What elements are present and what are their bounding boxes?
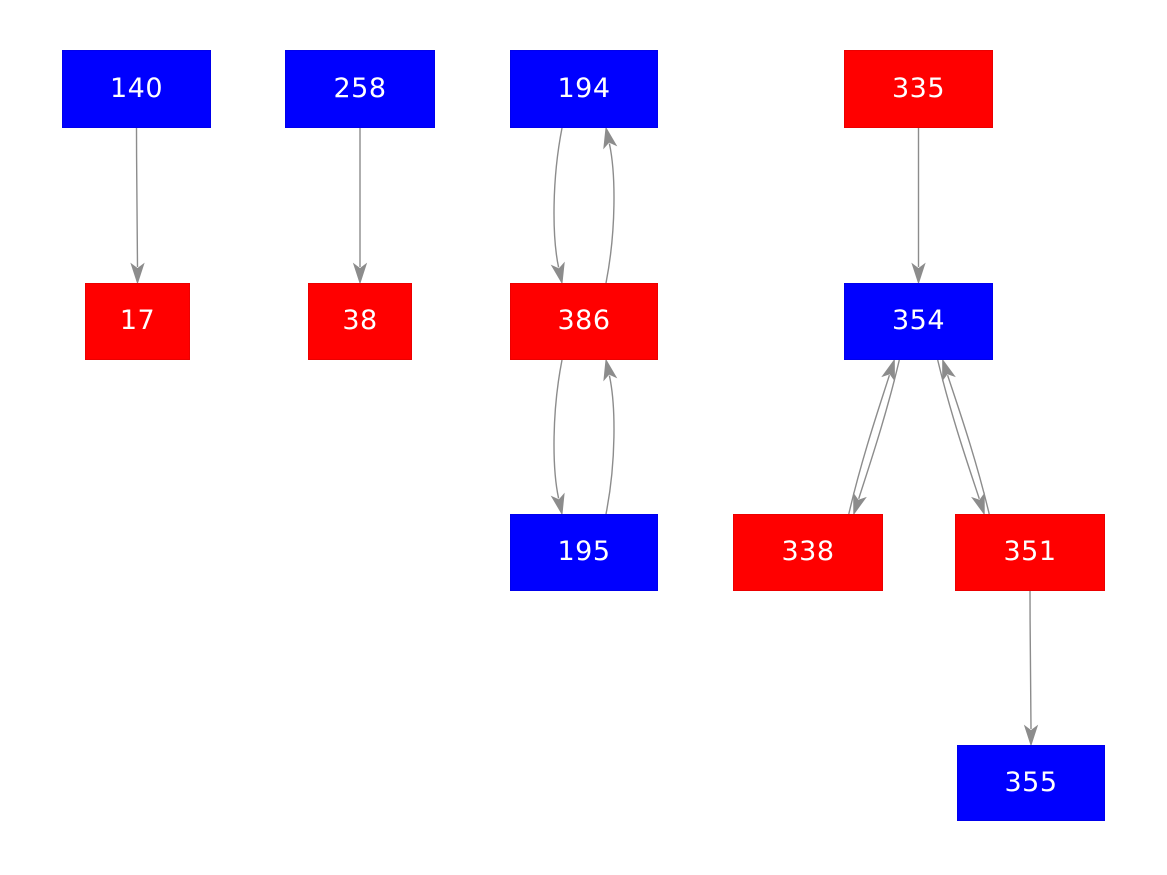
graph-node-label: 335 (891, 72, 946, 104)
edge-line (1029, 590, 1032, 730)
graph-node-label: 338 (781, 536, 835, 567)
edge-line (946, 374, 990, 515)
graph-edge (550, 359, 565, 516)
edge-line (848, 374, 891, 515)
graph-edge (352, 128, 368, 285)
edge-arrowhead-icon (1023, 724, 1039, 747)
edge-line (135, 127, 139, 268)
edge-line (858, 359, 900, 500)
graph-edge (603, 126, 618, 284)
graph-node-17[interactable]: 17 (85, 283, 190, 360)
graph-node-label: 194 (557, 72, 611, 104)
graph-node-label: 258 (333, 72, 387, 104)
graph-node-194[interactable]: 194 (510, 50, 658, 128)
graph-node-label: 354 (891, 305, 946, 336)
graph-node-label: 195 (557, 536, 611, 567)
graph-node-label: 38 (342, 305, 378, 336)
graph-node-38[interactable]: 38 (308, 283, 412, 360)
edge-arrowhead-icon (603, 126, 618, 150)
edge-arrowhead-icon (881, 358, 895, 382)
graph-node-label: 351 (1003, 536, 1057, 567)
graph-node-354[interactable]: 354 (844, 283, 993, 360)
graph-node-258[interactable]: 258 (285, 50, 435, 128)
graph-node-335[interactable]: 335 (844, 50, 993, 128)
edge-arrowhead-icon (352, 262, 368, 285)
graph-node-label: 17 (119, 305, 156, 336)
graph-edge (1023, 590, 1039, 747)
graph-node-label: 140 (109, 72, 164, 104)
graph-edge (130, 127, 145, 285)
graph-edge (550, 127, 565, 285)
edge-arrowhead-icon (942, 358, 956, 382)
edge-line (553, 359, 563, 499)
edge-arrowhead-icon (550, 261, 565, 285)
graph-edge (853, 359, 900, 516)
edge-line (553, 127, 563, 268)
graph-node-label: 386 (557, 305, 611, 336)
graph-edge (911, 127, 926, 285)
graph-node-140[interactable]: 140 (62, 50, 211, 128)
edge-arrowhead-icon (911, 262, 926, 285)
graph-node-338[interactable]: 338 (733, 514, 883, 591)
graph-node-label: 355 (1004, 766, 1058, 798)
graph-node-355[interactable]: 355 (957, 745, 1105, 821)
edge-arrowhead-icon (550, 492, 565, 516)
graph-edge (942, 358, 990, 515)
edge-arrowhead-icon (603, 358, 618, 382)
edge-arrowhead-icon (971, 492, 985, 516)
edge-line (937, 359, 980, 500)
graph-edge (937, 359, 985, 516)
graph-edge (603, 358, 618, 515)
edge-arrowhead-icon (130, 262, 145, 285)
graph-node-386[interactable]: 386 (510, 283, 658, 360)
graph-node-351[interactable]: 351 (955, 514, 1105, 591)
edge-arrowhead-icon (853, 492, 867, 516)
edge-line (605, 143, 615, 284)
graph-edge (848, 358, 895, 515)
edge-line (605, 375, 615, 515)
graph-node-195[interactable]: 195 (510, 514, 658, 591)
